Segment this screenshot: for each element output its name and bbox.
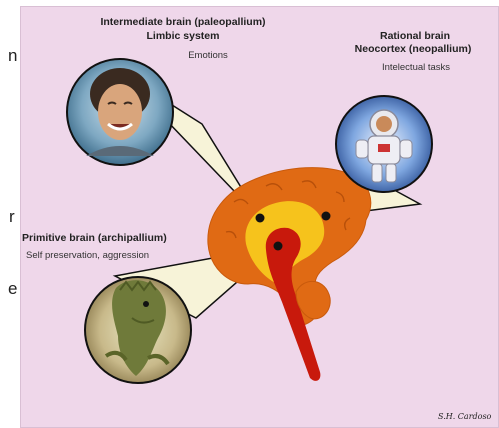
marker-dot-neocortex xyxy=(322,212,331,221)
label-intermediate-subtitle: Limbic system xyxy=(76,30,290,43)
page-edge-glyph-n: n xyxy=(8,47,17,64)
page-edge-glyph-r: r xyxy=(9,208,15,225)
triune-brain-figure: Intermediate brain (paleopallium) Limbic… xyxy=(20,6,499,428)
artist-signature: S.H. Cardoso xyxy=(438,412,491,421)
label-rational-subtitle: Neocortex (neopallium) xyxy=(326,43,499,56)
label-intermediate-function: Emotions xyxy=(158,50,258,61)
marker-dot-limbic xyxy=(256,214,265,223)
human-portrait-circle xyxy=(67,59,173,165)
marker-dot-primitive xyxy=(274,242,283,251)
label-rational-function: Intelectual tasks xyxy=(336,62,496,73)
page-edge-glyph-e: e xyxy=(8,280,17,297)
label-intermediate-title: Intermediate brain (paleopallium) xyxy=(76,16,290,29)
astronaut-portrait-circle xyxy=(336,96,432,192)
iguana-portrait-circle xyxy=(85,277,191,383)
label-primitive-function: Self preservation, aggression xyxy=(26,250,226,261)
brain xyxy=(208,168,371,381)
label-rational-title: Rational brain xyxy=(330,30,499,43)
label-primitive-title: Primitive brain (archipallium) xyxy=(22,232,212,245)
